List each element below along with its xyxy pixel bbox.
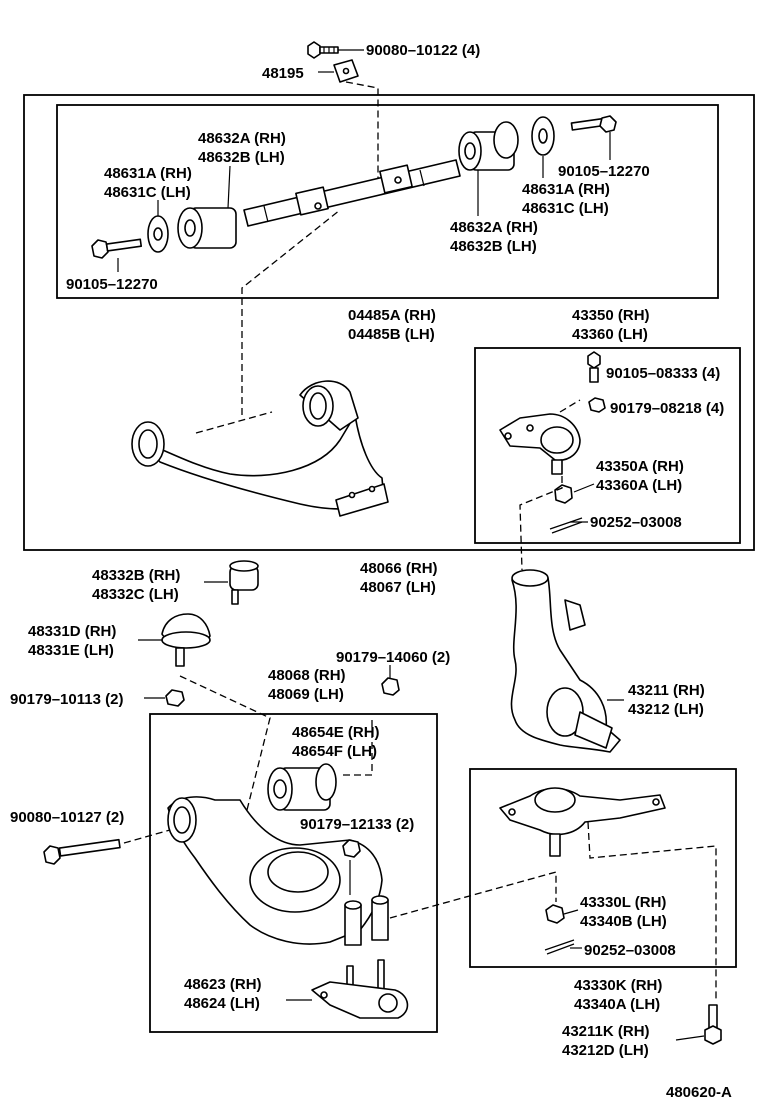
upper-arm-frame	[23, 94, 755, 551]
label-bolt-90105-12270-right: 90105–12270	[558, 163, 650, 180]
label-bushing-48632a-right: 48632A (RH)	[450, 219, 538, 236]
label-bumper-48331d: 48331D (RH)	[28, 623, 116, 640]
upper-left-bushing-drawing	[177, 207, 237, 249]
label-washer-48631c-left: 48631C (LH)	[104, 184, 191, 201]
label-knuckle-43211: 43211 (RH)	[628, 682, 705, 699]
label-nut-43350a: 43350A (RH)	[596, 458, 684, 475]
diagram-id: 480620-A	[666, 1084, 732, 1101]
pin-upper-drawing	[549, 517, 583, 534]
label-nut-90179-12133: 90179–12133 (2)	[300, 816, 414, 833]
label-arm-48067: 48067 (LH)	[360, 579, 436, 596]
lower-control-arm-drawing	[167, 796, 389, 946]
lower-arm-frame	[149, 713, 438, 1033]
lower-balljoint-drawing	[499, 787, 666, 857]
stopper-48332-drawing	[229, 560, 259, 605]
label-arm-48066: 48066 (RH)	[360, 560, 438, 577]
label-nut-43340b: 43340B (LH)	[580, 913, 667, 930]
label-bushing-48632a-left: 48632A (RH)	[198, 130, 286, 147]
label-washer-48631a-left: 48631A (RH)	[104, 165, 192, 182]
label-nut-43360a: 43360A (LH)	[596, 477, 682, 494]
bumper-48331-drawing	[161, 613, 211, 667]
label-shaft-04485b: 04485B (LH)	[348, 326, 435, 343]
label-bushing-48654e: 48654E (RH)	[292, 724, 380, 741]
lower-arm-bushing-drawing	[267, 763, 337, 811]
label-pin-90252-03008-lower: 90252–03008	[584, 942, 676, 959]
upper-left-bolt-drawing	[91, 238, 143, 259]
label-plate-48195: 48195	[262, 65, 304, 82]
label-bolt-90080-10127: 90080–10127 (2)	[10, 809, 124, 826]
nut-43350a-drawing	[554, 484, 573, 504]
label-arm-48069: 48069 (LH)	[268, 686, 344, 703]
label-bolt-90105-08333: 90105–08333 (4)	[606, 365, 720, 382]
label-shaft-04485a: 04485A (RH)	[348, 307, 436, 324]
label-washer-48631c-right: 48631C (LH)	[522, 200, 609, 217]
upper-right-washer-drawing	[531, 116, 555, 156]
label-bushing-48632b-right: 48632B (LH)	[450, 238, 537, 255]
upper-left-washer-drawing	[147, 215, 169, 253]
upper-control-arm-drawing	[131, 380, 389, 517]
steering-knuckle-drawing	[510, 569, 621, 753]
nut-90179-14060-drawing	[381, 677, 400, 696]
nut-43330l-drawing	[545, 904, 565, 924]
label-bumper-48331e: 48331E (LH)	[28, 642, 114, 659]
label-balljoint-43330k: 43330K (RH)	[574, 977, 662, 994]
label-arm-48068: 48068 (RH)	[268, 667, 346, 684]
label-washer-48631a-right: 48631A (RH)	[522, 181, 610, 198]
label-nut-43330l: 43330L (RH)	[580, 894, 666, 911]
label-pin-90252-03008-upper: 90252–03008	[590, 514, 682, 531]
label-nut-90179-08218: 90179–08218 (4)	[610, 400, 724, 417]
label-bushing-48632b-left: 48632B (LH)	[198, 149, 285, 166]
label-stopper-48332b: 48332B (RH)	[92, 567, 180, 584]
upper-balljoint-drawing	[499, 413, 581, 475]
label-stopper-48332c: 48332C (LH)	[92, 586, 179, 603]
nut-upper-small-drawing	[587, 351, 601, 383]
label-nut-90179-14060: 90179–14060 (2)	[336, 649, 450, 666]
nut-90179-08218-drawing	[588, 397, 606, 413]
upper-balljoint-subframe	[474, 347, 741, 544]
upper-right-bushing-drawing	[458, 121, 519, 171]
upper-shaft-drawing	[243, 159, 461, 227]
label-bolt-43212d: 43212D (LH)	[562, 1042, 649, 1059]
label-balljoint-43360: 43360 (LH)	[572, 326, 648, 343]
upper-shaft-subframe	[56, 104, 719, 299]
label-knuckle-43212: 43212 (LH)	[628, 701, 704, 718]
label-bolt-90080-10122: 90080–10122 (4)	[366, 42, 480, 59]
bolt-43211k-drawing	[704, 1004, 722, 1045]
label-bracket-48623: 48623 (RH)	[184, 976, 262, 993]
label-bushing-48654f: 48654F (LH)	[292, 743, 377, 760]
label-bracket-48624: 48624 (LH)	[184, 995, 260, 1012]
bolt-90080-10127-drawing	[43, 838, 121, 865]
label-balljoint-43340a: 43340A (LH)	[574, 996, 660, 1013]
nut-90179-12133-drawing	[342, 839, 361, 858]
label-balljoint-43350: 43350 (RH)	[572, 307, 650, 324]
label-bolt-90105-12270-left: 90105–12270	[66, 276, 158, 293]
nut-90179-10113-drawing	[165, 689, 185, 707]
plate-48195-drawing	[333, 59, 359, 83]
label-bolt-43211k: 43211K (RH)	[562, 1023, 650, 1040]
label-nut-90179-10113: 90179–10113 (2)	[10, 691, 123, 708]
upper-right-bolt-drawing	[570, 115, 617, 133]
bolt-90080-10122-drawing	[307, 41, 339, 59]
bracket-48623-drawing	[311, 959, 409, 1019]
lower-balljoint-frame	[469, 768, 737, 968]
pin-lower-drawing	[544, 939, 575, 955]
